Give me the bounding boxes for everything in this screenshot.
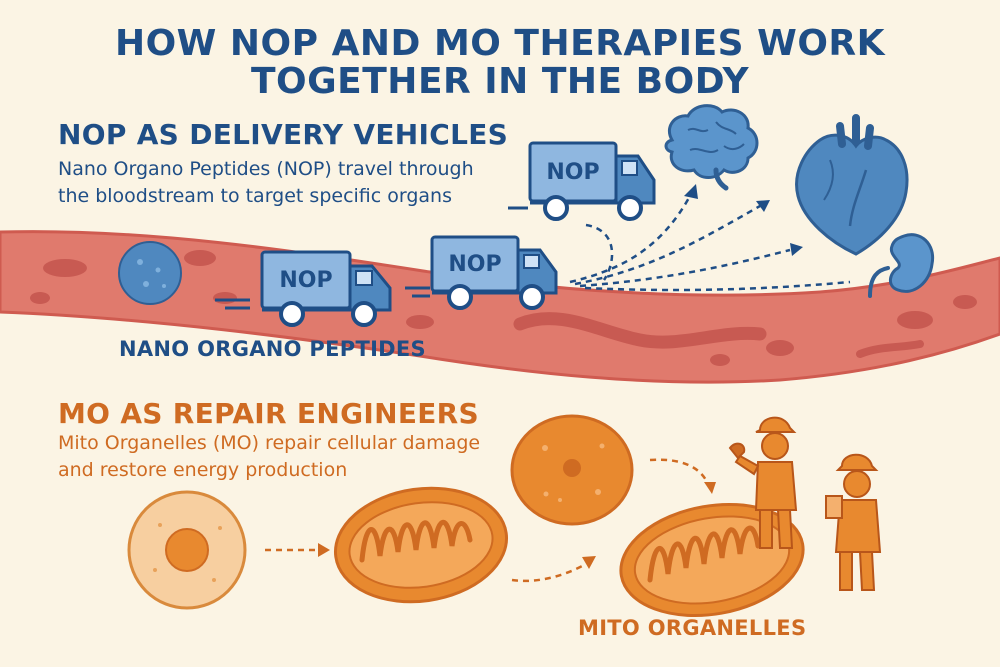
delivery-arrows bbox=[569, 195, 851, 292]
engineer-figure-2 bbox=[825, 453, 882, 591]
arrow-truck-down bbox=[585, 223, 614, 281]
nop-caption: NANO ORGANO PEPTIDES bbox=[119, 337, 426, 361]
mo-description-line1: Mito Organelles (MO) repair cellular dam… bbox=[58, 432, 481, 454]
nop-truck-1: NOP bbox=[215, 250, 392, 327]
repair-arrow-heads bbox=[318, 482, 716, 569]
arrow-mid bbox=[579, 248, 791, 288]
truck-label-1: NOP bbox=[279, 268, 332, 293]
page-title-line2: TOGETHER IN THE BODY bbox=[250, 61, 750, 102]
heart-icon bbox=[795, 114, 909, 256]
arrow-to-heart bbox=[574, 204, 761, 286]
arrow-to-brain bbox=[569, 195, 692, 284]
truck-label-2: NOP bbox=[448, 252, 501, 277]
arrow-heads bbox=[684, 184, 803, 256]
mitochondrion-icon-1 bbox=[333, 486, 509, 604]
nop-description-line2: the bloodstream to target specific organ… bbox=[58, 185, 452, 207]
stem-cell-icon bbox=[127, 490, 247, 610]
nop-truck-3: NOP bbox=[508, 141, 656, 221]
nop-section-heading: NOP AS DELIVERY VEHICLES bbox=[58, 118, 509, 151]
page-title-line1: HOW NOP AND MO THERAPIES WORK bbox=[114, 23, 886, 64]
engineer-figure-1 bbox=[728, 416, 798, 549]
mo-caption: MITO ORGANELLES bbox=[578, 616, 807, 640]
cell-icon-large bbox=[510, 414, 634, 526]
nop-description-line1: Nano Organo Peptides (NOP) travel throug… bbox=[58, 158, 474, 180]
nanoparticle-icon bbox=[118, 241, 182, 305]
nop-truck-2: NOP bbox=[405, 235, 558, 310]
repair-arrows bbox=[265, 458, 710, 583]
kidney-icon bbox=[868, 233, 935, 298]
truck-label-3: NOP bbox=[546, 160, 599, 185]
arrow-to-kidney bbox=[584, 280, 851, 292]
brain-icon bbox=[664, 104, 759, 191]
mo-description-line2: and restore energy production bbox=[58, 459, 348, 481]
mo-section-heading: MO AS REPAIR ENGINEERS bbox=[58, 397, 480, 430]
mitochondrion-icon-2 bbox=[619, 502, 805, 618]
